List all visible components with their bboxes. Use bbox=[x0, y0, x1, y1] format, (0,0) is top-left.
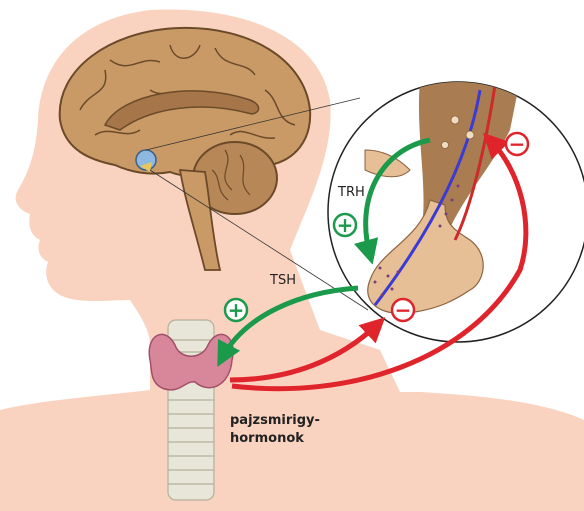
tsh-label: TSH bbox=[269, 273, 296, 288]
cerebellum-folia bbox=[211, 149, 251, 201]
svg-text:+: + bbox=[228, 298, 245, 322]
feedback-arrow-pituitary bbox=[229, 317, 386, 383]
zoom-line-bottom bbox=[149, 169, 369, 311]
trh-label: TRH bbox=[337, 185, 365, 200]
trachea-rings bbox=[168, 339, 214, 485]
hormone-granules bbox=[373, 184, 460, 297]
feedback-arrow-hypothalamus bbox=[231, 132, 529, 392]
pituitary-marker bbox=[140, 162, 152, 172]
hypothalamus-minus-badge: − bbox=[504, 131, 530, 157]
thyroid-hormones-label-line1: pajzsmirigy- bbox=[230, 413, 320, 428]
svg-text:−: − bbox=[509, 132, 526, 156]
svg-text:−: − bbox=[395, 298, 412, 322]
hypothalamus-tissue bbox=[418, 82, 520, 240]
zoom-line-top bbox=[145, 97, 361, 151]
portal-vessel-red bbox=[453, 84, 497, 241]
brain-stem bbox=[178, 169, 222, 271]
portal-vessel-blue bbox=[373, 89, 482, 306]
tsh-plus-badge: + bbox=[223, 297, 249, 323]
corpus-callosum bbox=[103, 90, 260, 131]
neurons bbox=[441, 115, 475, 149]
thyroid-hormones-label-line2: hormonok bbox=[230, 431, 304, 446]
tsh-arrow bbox=[217, 285, 359, 367]
trh-arrow bbox=[354, 137, 431, 265]
pituitary-minus-badge: − bbox=[390, 297, 416, 323]
trh-plus-badge: + bbox=[332, 212, 358, 238]
pituitary-gland bbox=[367, 199, 484, 314]
svg-text:+: + bbox=[337, 213, 354, 237]
